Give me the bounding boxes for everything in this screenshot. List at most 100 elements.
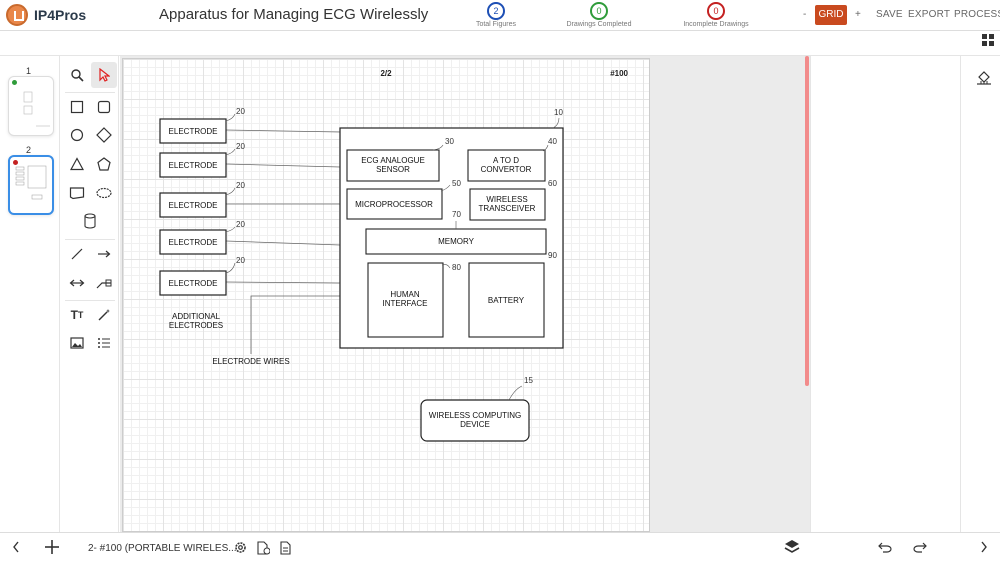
- chevron-right-icon[interactable]: [980, 541, 988, 556]
- zoom-in-button[interactable]: +: [855, 9, 862, 20]
- wireless-computing-device-box[interactable]: [420, 399, 530, 442]
- save-button[interactable]: SAVE: [876, 9, 903, 20]
- zoom-tool-icon[interactable]: [64, 62, 90, 88]
- thumbnail-preview: [23, 91, 50, 127]
- export-button[interactable]: EXPORT: [908, 9, 951, 20]
- brand-name: IP4Pros: [34, 7, 87, 23]
- document-icon[interactable]: [280, 541, 291, 558]
- microprocessor-box[interactable]: [346, 188, 443, 220]
- gear-icon[interactable]: [234, 541, 247, 557]
- electrode-label: ELECTRODE: [169, 238, 218, 247]
- electrode-box[interactable]: [159, 270, 227, 296]
- human-interface-label: INTERFACE: [383, 299, 428, 308]
- divider: [960, 56, 961, 532]
- document-info-icon[interactable]: [257, 541, 271, 558]
- divider: [65, 300, 115, 301]
- rectangle-tool-icon[interactable]: [64, 94, 90, 120]
- electrode-box[interactable]: [159, 118, 227, 144]
- atod-convertor-box[interactable]: [467, 149, 546, 182]
- transceiver-label: WIRELESS: [486, 195, 527, 204]
- atod-label: CONVERTOR: [481, 165, 532, 174]
- ecg-sensor-box[interactable]: [346, 149, 440, 182]
- stat-ring: 0: [707, 2, 725, 20]
- stat-ring: 2: [487, 2, 505, 20]
- additional-electrodes-label: ELECTRODES: [169, 321, 223, 330]
- drawing-sheet[interactable]: 2/2 #100 ELECTRODE 20 ELECTRODE 20: [122, 58, 650, 532]
- redo-icon[interactable]: [913, 541, 927, 556]
- list-tool-icon[interactable]: [91, 330, 117, 356]
- atod-label: A TO D: [493, 156, 519, 165]
- diamond-tool-icon[interactable]: [91, 122, 117, 148]
- vertical-scrollbar[interactable]: [805, 56, 809, 386]
- electrode-label: ELECTRODE: [169, 161, 218, 170]
- stat-label: Drawings Completed: [566, 21, 632, 28]
- current-figure-label[interactable]: 2- #100 (PORTABLE WIRELES...: [88, 543, 237, 554]
- cloud-shape-tool-icon[interactable]: [91, 180, 117, 206]
- wcd-label: WIRELESS COMPUTING: [429, 411, 521, 420]
- page-thumbnail-1[interactable]: [8, 76, 54, 136]
- process-button[interactable]: PROCESS: [954, 9, 1000, 20]
- double-arrow-tool-icon[interactable]: [64, 270, 90, 296]
- stat-incomplete-drawings: 0 Incomplete Drawings: [671, 2, 761, 28]
- cylinder-tool-icon[interactable]: [77, 208, 103, 234]
- ref-numeral: 60: [548, 179, 557, 188]
- wireless-transceiver-box[interactable]: [469, 188, 546, 221]
- wcd-label: DEVICE: [460, 420, 490, 429]
- ref-numeral: 20: [236, 181, 245, 190]
- electrode-label: ELECTRODE: [169, 127, 218, 136]
- arrow-tool-icon[interactable]: [91, 241, 117, 267]
- select-pointer-icon[interactable]: [91, 62, 117, 88]
- thumbnail-preview: [15, 165, 47, 200]
- document-title: Apparatus for Managing ECG Wirelessly: [159, 6, 429, 23]
- properties-panel: [810, 56, 1000, 532]
- pages-panel: 1 2: [0, 56, 60, 532]
- page-number: 1: [26, 66, 32, 76]
- pentagon-tool-icon[interactable]: [91, 151, 117, 177]
- grid-apps-icon[interactable]: [982, 34, 994, 46]
- electrode-wires: [225, 129, 341, 354]
- image-tool-icon[interactable]: [64, 330, 90, 356]
- paint-bucket-icon[interactable]: [976, 70, 992, 91]
- divider: [65, 239, 115, 240]
- zoom-out-button[interactable]: -: [803, 9, 807, 20]
- electrode-box[interactable]: [159, 192, 227, 218]
- chevron-left-icon[interactable]: [12, 541, 20, 556]
- electrode-box[interactable]: [159, 152, 227, 178]
- rounded-rectangle-tool-icon[interactable]: [91, 94, 117, 120]
- status-dot: [12, 80, 17, 85]
- electrode-box[interactable]: [159, 229, 227, 255]
- ref-numeral: 30: [445, 137, 454, 146]
- human-interface-box[interactable]: [367, 262, 444, 338]
- microprocessor-label: MICROPROCESSOR: [355, 200, 433, 209]
- callout-shape-tool-icon[interactable]: [64, 180, 90, 206]
- ref-numeral: 90: [548, 251, 557, 260]
- electrode-group: ELECTRODE 20 ELECTRODE 20 ELECTRODE 20 E…: [159, 107, 245, 296]
- circle-tool-icon[interactable]: [64, 122, 90, 148]
- ecg-sensor-label: ECG ANALOGUE: [361, 156, 425, 165]
- human-interface-label: HUMAN: [390, 290, 420, 299]
- connector-tool-icon[interactable]: [91, 270, 117, 296]
- undo-icon[interactable]: [878, 541, 892, 556]
- grid-toggle-button[interactable]: GRID: [815, 5, 847, 25]
- line-tool-icon[interactable]: [64, 241, 90, 267]
- magic-wand-icon[interactable]: [91, 302, 117, 328]
- stat-ring: 0: [590, 2, 608, 20]
- top-bar: IP4Pros Apparatus for Managing ECG Wirel…: [0, 0, 1000, 31]
- layers-icon[interactable]: [784, 539, 800, 558]
- page-thumbnail-2[interactable]: [8, 155, 54, 215]
- status-dot: [13, 160, 18, 165]
- stat-label: Incomplete Drawings: [683, 21, 749, 28]
- app-logo[interactable]: IP4Pros: [6, 4, 86, 26]
- ref-numeral: 20: [236, 256, 245, 265]
- battery-box[interactable]: [468, 262, 545, 338]
- drawing-canvas-area[interactable]: 2/2 #100 ELECTRODE 20 ELECTRODE 20: [120, 56, 810, 532]
- sub-bar: [0, 31, 1000, 56]
- ref-numeral: 80: [452, 263, 461, 272]
- ref-numeral: 10: [554, 108, 563, 117]
- figure-ref: #100: [610, 69, 628, 78]
- triangle-tool-icon[interactable]: [64, 151, 90, 177]
- stat-total-figures: 2 Total Figures: [451, 2, 541, 28]
- add-page-icon[interactable]: [44, 539, 60, 558]
